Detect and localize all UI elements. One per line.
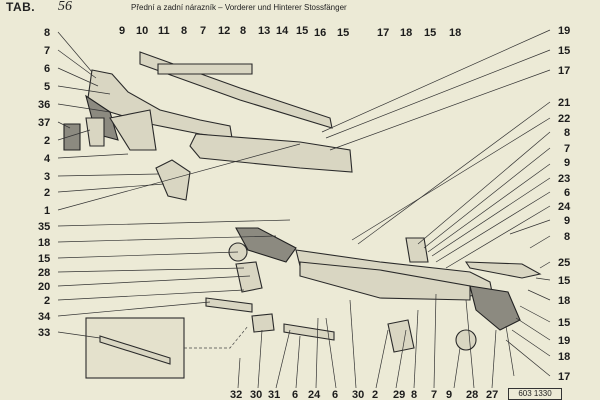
callout-number: 8 <box>181 25 187 37</box>
callout-number: 15 <box>558 45 570 57</box>
callout-number: 9 <box>446 389 452 400</box>
callouts-left: 8 7 6 5 36 37 2 4 3 2 1 35 18 15 28 20 2… <box>38 27 51 339</box>
callout-number: 35 <box>38 221 50 233</box>
callout-number: 23 <box>558 173 570 185</box>
front-mount-bracket <box>155 159 191 201</box>
callout-number: 15 <box>296 25 308 37</box>
callout-number: 11 <box>158 25 170 37</box>
rear-corner-right <box>469 285 521 331</box>
rear-bumper-main <box>299 261 471 301</box>
callout-number: 20 <box>38 281 50 293</box>
callout-number: 8 <box>411 389 417 400</box>
callout-number: 12 <box>218 25 230 37</box>
callout-number: 6 <box>564 187 570 199</box>
inset-pointer <box>184 325 249 349</box>
callout-number: 17 <box>558 371 570 383</box>
rear-bumper-clip <box>251 313 275 333</box>
callout-number: 18 <box>558 351 570 363</box>
callout-number: 14 <box>276 25 289 37</box>
callout-number: 2 <box>372 389 378 400</box>
callout-number: 8 <box>564 127 570 139</box>
callout-number: 10 <box>136 25 148 37</box>
catalog-number: 603 1330 <box>508 388 562 400</box>
callouts-top: 9 10 11 8 7 12 8 13 14 15 16 15 17 18 15… <box>119 25 461 39</box>
rear-lamp-right <box>455 329 477 351</box>
callout-number: 27 <box>486 389 498 400</box>
rear-trim-strip-right <box>283 323 335 341</box>
callout-number: 15 <box>424 27 436 39</box>
callout-number: 3 <box>44 171 50 183</box>
callout-number: 9 <box>564 157 570 169</box>
front-end-piece <box>63 123 81 151</box>
callout-number: 24 <box>558 201 571 213</box>
front-clip <box>85 117 105 147</box>
callout-number: 6 <box>292 389 298 400</box>
inset-trim-strip <box>99 335 171 365</box>
callout-number: 17 <box>558 65 570 77</box>
callout-number: 8 <box>240 25 246 37</box>
callout-number: 7 <box>200 25 206 37</box>
table-label: TAB. <box>6 0 36 14</box>
callout-number: 15 <box>337 27 349 39</box>
callout-number: 37 <box>38 117 50 129</box>
callout-number: 19 <box>558 335 570 347</box>
callout-number: 2 <box>44 187 50 199</box>
front-bumper-bracket <box>157 63 253 75</box>
callout-number: 33 <box>38 327 50 339</box>
callouts-right: 19 15 17 21 22 8 7 9 23 6 24 9 8 25 15 1… <box>558 25 571 383</box>
callout-number: 36 <box>38 99 50 111</box>
callout-number: 9 <box>119 25 125 37</box>
callout-number: 22 <box>558 113 570 125</box>
callout-number: 17 <box>377 27 389 39</box>
callout-number: 31 <box>268 389 280 400</box>
callout-number: 5 <box>44 81 50 93</box>
callout-number: 34 <box>38 311 51 323</box>
callout-number: 18 <box>558 295 570 307</box>
rear-side-bracket-right <box>387 319 415 353</box>
leader-lines <box>57 29 551 389</box>
callout-number: 32 <box>230 389 242 400</box>
callout-number: 15 <box>558 275 570 287</box>
callout-number: 1 <box>44 205 50 217</box>
callout-number: 7 <box>431 389 437 400</box>
callout-number: 13 <box>258 25 270 37</box>
callout-number: 28 <box>466 389 478 400</box>
callout-number: 15 <box>558 317 570 329</box>
callout-number: 28 <box>38 267 50 279</box>
front-rubber-guard <box>189 133 353 173</box>
callout-number: 19 <box>558 25 570 37</box>
callout-number: 18 <box>400 27 412 39</box>
callout-number: 2 <box>44 295 50 307</box>
rear-trim-strip-left <box>205 297 253 313</box>
rear-stay-bracket <box>405 237 429 263</box>
callout-number: 30 <box>250 389 262 400</box>
callouts-bottom: 32 30 31 6 24 6 30 2 29 8 7 9 28 27 <box>230 389 498 400</box>
callout-number: 21 <box>558 97 570 109</box>
callout-number: 6 <box>44 63 50 75</box>
rear-mount-bracket <box>464 261 542 279</box>
callout-number: 2 <box>44 135 50 147</box>
callout-number: 15 <box>38 253 50 265</box>
table-number: 56 <box>58 0 72 14</box>
front-side-bracket <box>109 109 157 151</box>
callout-number: 7 <box>564 143 570 155</box>
callout-number: 8 <box>564 231 570 243</box>
callout-number: 4 <box>44 153 51 165</box>
callout-number: 29 <box>393 389 405 400</box>
callout-number: 30 <box>352 389 364 400</box>
callout-number: 18 <box>38 237 50 249</box>
callout-number: 18 <box>449 27 461 39</box>
callout-number: 8 <box>44 27 50 39</box>
callout-number: 25 <box>558 257 570 269</box>
callout-number: 9 <box>564 215 570 227</box>
callout-number: 7 <box>44 45 50 57</box>
page-title: Přední a zadní nárazník – Vorderer und H… <box>131 3 347 12</box>
callout-number: 16 <box>314 27 326 39</box>
rear-side-bracket-left <box>235 261 263 293</box>
callout-number: 24 <box>308 389 321 400</box>
callout-number: 6 <box>332 389 338 400</box>
